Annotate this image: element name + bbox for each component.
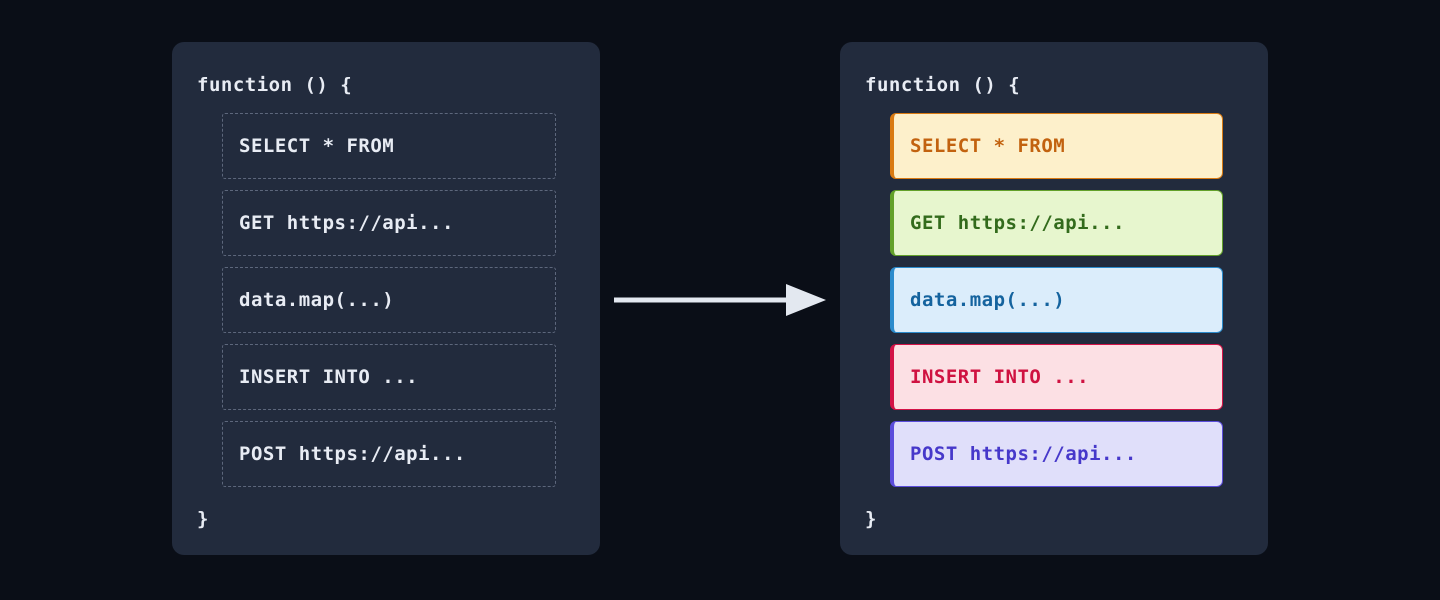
statement-text: INSERT INTO ... [910, 366, 1090, 388]
statement-item-js-map[interactable]: data.map(...) [890, 267, 1223, 333]
statement-text: SELECT * FROM [239, 135, 395, 157]
statement-text: GET https://api... [910, 212, 1125, 234]
statement-item[interactable]: GET https://api... [222, 190, 556, 256]
statement-item-sql-select[interactable]: SELECT * FROM [890, 113, 1223, 179]
transform-arrow-icon [614, 284, 826, 316]
function-close-line-before: } [197, 508, 209, 530]
statement-text: POST https://api... [239, 443, 466, 465]
statement-item[interactable]: INSERT INTO ... [222, 344, 556, 410]
function-close-line-after: } [865, 508, 877, 530]
statement-item[interactable]: SELECT * FROM [222, 113, 556, 179]
panel-before: function () { SELECT * FROM GET https://… [172, 42, 600, 555]
statement-text: INSERT INTO ... [239, 366, 419, 388]
statement-item-http-post[interactable]: POST https://api... [890, 421, 1223, 487]
statement-text: GET https://api... [239, 212, 454, 234]
statement-list-after: SELECT * FROM GET https://api... data.ma… [890, 113, 1223, 498]
statement-item-http-get[interactable]: GET https://api... [890, 190, 1223, 256]
statement-list-before: SELECT * FROM GET https://api... data.ma… [222, 113, 556, 498]
statement-item-sql-insert[interactable]: INSERT INTO ... [890, 344, 1223, 410]
statement-item[interactable]: data.map(...) [222, 267, 556, 333]
statement-text: SELECT * FROM [910, 135, 1066, 157]
statement-text: data.map(...) [910, 289, 1066, 311]
panel-after: function () { SELECT * FROM GET https://… [840, 42, 1268, 555]
statement-text: data.map(...) [239, 289, 395, 311]
function-open-line-after: function () { [865, 74, 1021, 96]
statement-item[interactable]: POST https://api... [222, 421, 556, 487]
statement-text: POST https://api... [910, 443, 1137, 465]
function-open-line-before: function () { [197, 74, 353, 96]
